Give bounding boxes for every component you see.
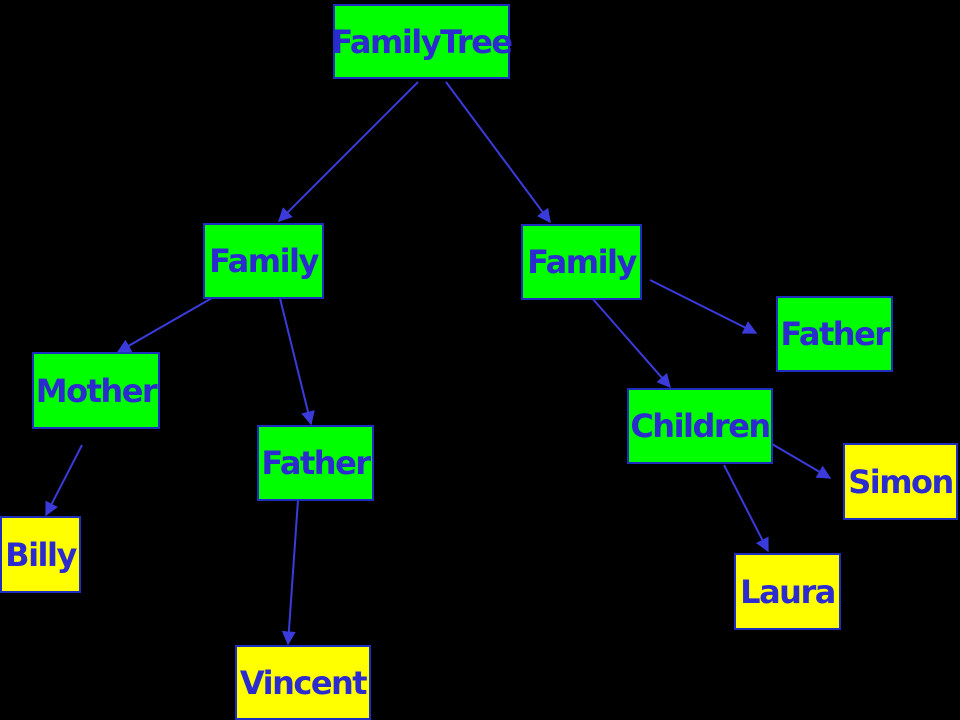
edge-family-left-to-mother [116,297,213,353]
node-simon: Simon [843,443,958,520]
edge-family-right-to-father-right [649,279,758,334]
edge-father-left-to-vincent [281,499,299,646]
node-vincent: Vincent [235,645,371,720]
node-family-right: Family [521,224,642,300]
edge-familytree-to-family-left [278,81,419,222]
edge-family-left-to-father-left [275,281,315,426]
node-children: Children [627,388,773,464]
node-father-right: Father [776,296,893,372]
node-laura: Laura [734,553,841,630]
node-family-left: Family [203,223,324,299]
edge-mother-to-billy [45,444,83,517]
edge-family-right-to-children [591,297,671,389]
node-mother: Mother [32,352,160,429]
node-father-left: Father [257,425,374,501]
node-billy: Billy [0,516,81,593]
edge-children-to-simon [771,443,832,479]
edge-familytree-to-family-right [445,81,551,224]
edge-children-to-laura [723,464,769,553]
node-familytree: FamilyTree [331,4,513,79]
